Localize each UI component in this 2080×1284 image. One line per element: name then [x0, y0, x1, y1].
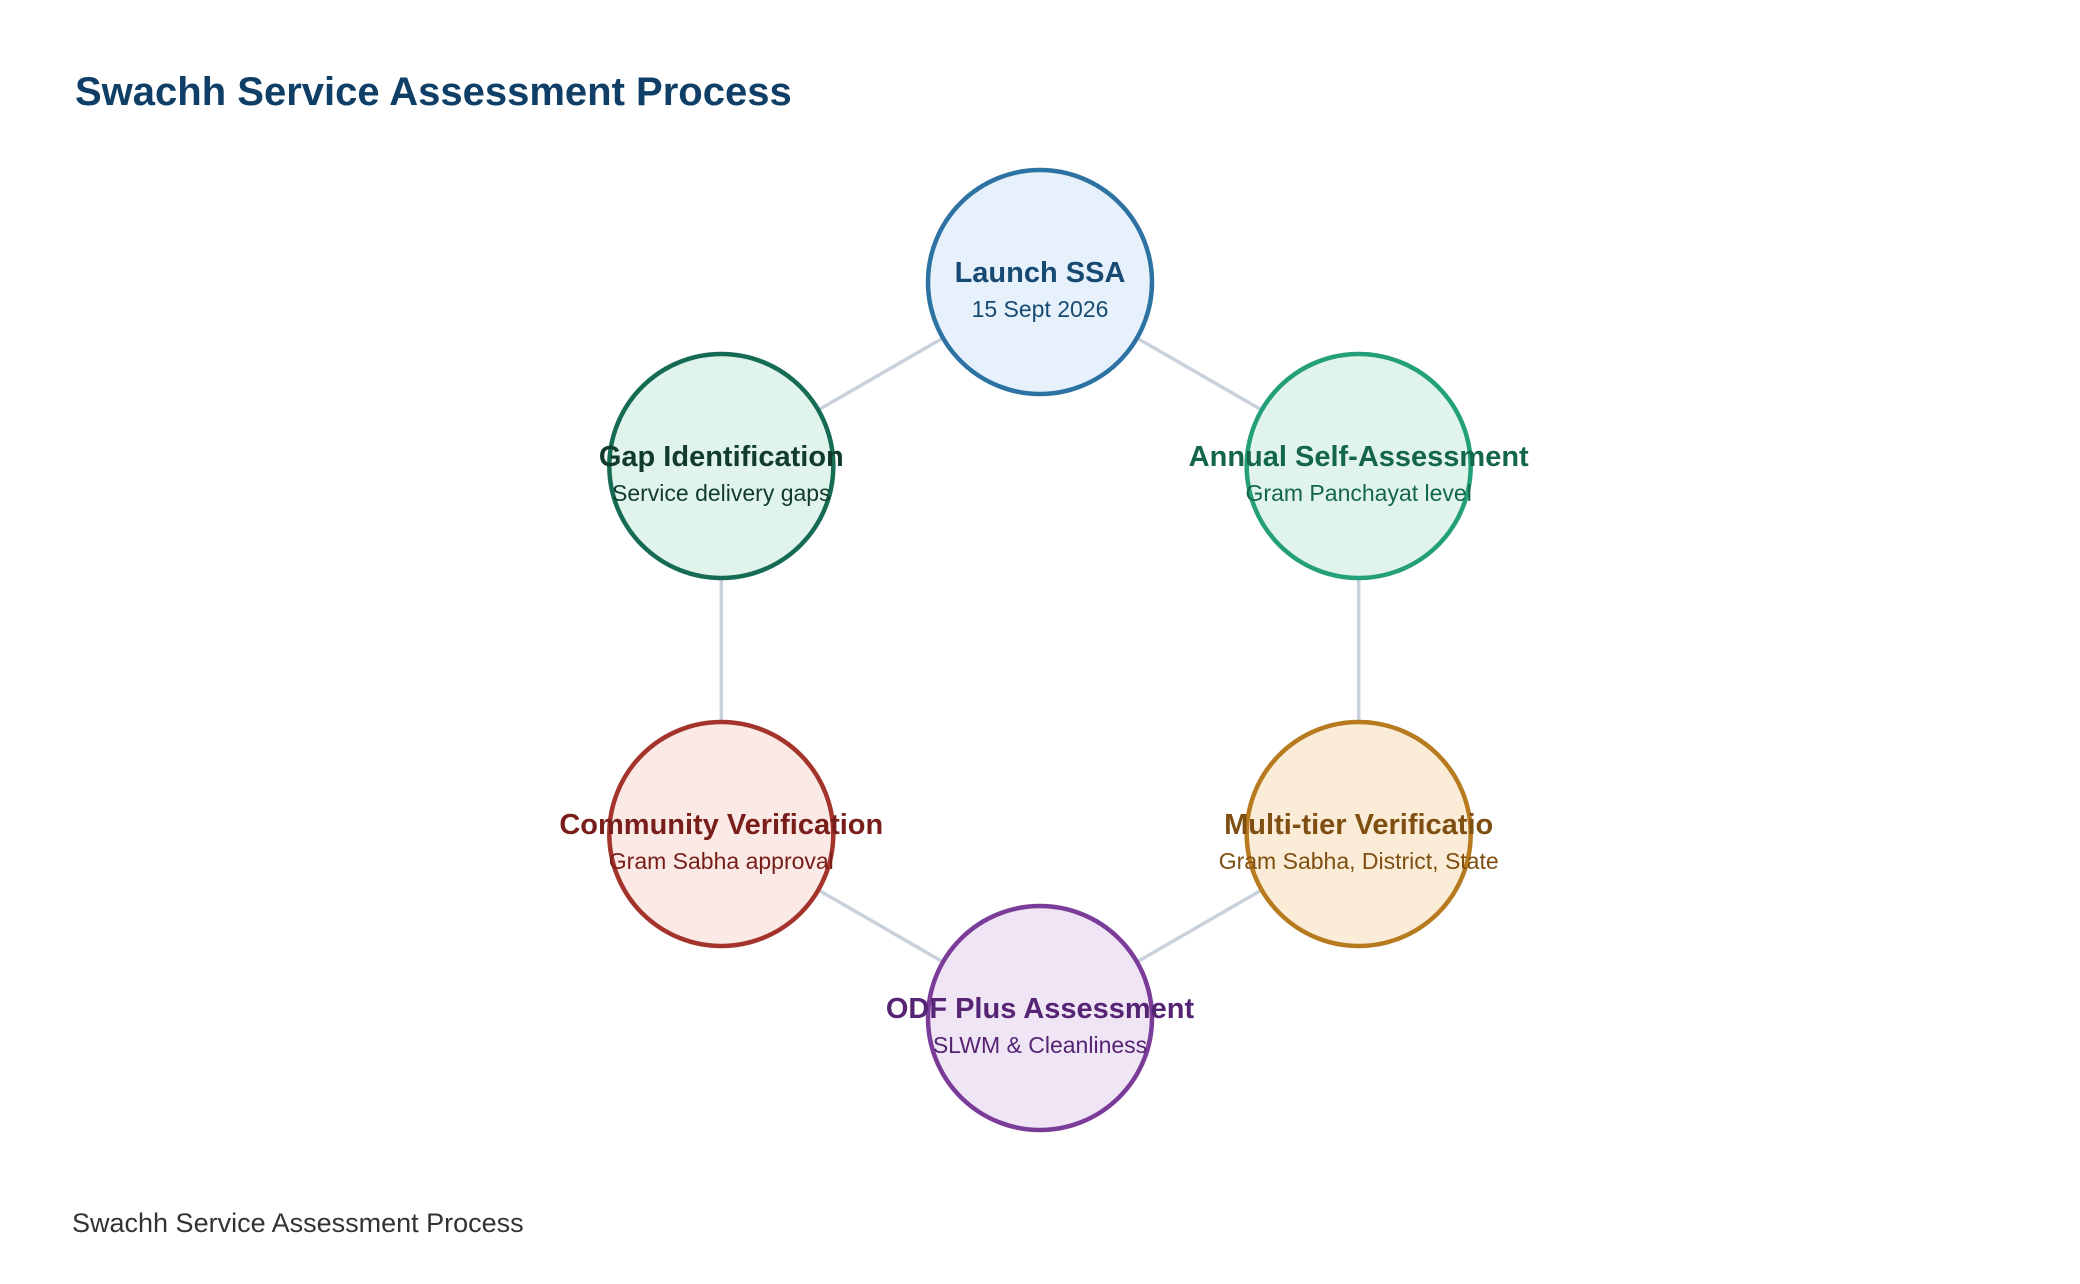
process-node-circle	[925, 167, 1155, 397]
process-node-title: Community Verification	[559, 809, 883, 841]
process-node: Launch SSA 15 Sept 2026	[925, 167, 1155, 397]
process-node-circle	[607, 719, 836, 949]
process-node-subtitle: SLWM & Cleanliness	[933, 1032, 1147, 1058]
connector-line	[817, 888, 944, 964]
process-node-subtitle: Service delivery gaps	[612, 480, 831, 506]
connector-line	[1136, 336, 1263, 412]
process-node-title: Launch SSA	[955, 257, 1126, 289]
footer-caption: Swachh Service Assessment Process	[72, 1208, 524, 1238]
process-node-title: ODF Plus Assessment	[886, 993, 1195, 1025]
process-node-circle	[1244, 719, 1473, 949]
process-node-circle	[607, 351, 836, 581]
process-node-title: Gap Identification	[599, 441, 844, 473]
connector-line	[1136, 888, 1263, 964]
connector-line	[817, 336, 944, 412]
process-node-subtitle: 15 Sept 2026	[972, 296, 1109, 322]
process-node-subtitle: Gram Sabha approval	[609, 848, 834, 874]
process-node-subtitle: Gram Sabha, District, State	[1219, 848, 1499, 874]
process-node-circle	[925, 903, 1155, 1133]
process-node-subtitle: Gram Panchayat level	[1246, 480, 1472, 506]
page-title: Swachh Service Assessment Process	[75, 70, 792, 114]
connector-lines	[719, 336, 1361, 964]
process-node-title: Annual Self-Assessment	[1189, 441, 1529, 473]
process-node-title: Multi-tier Verificatio	[1224, 809, 1493, 841]
process-node-circle	[1244, 351, 1473, 581]
